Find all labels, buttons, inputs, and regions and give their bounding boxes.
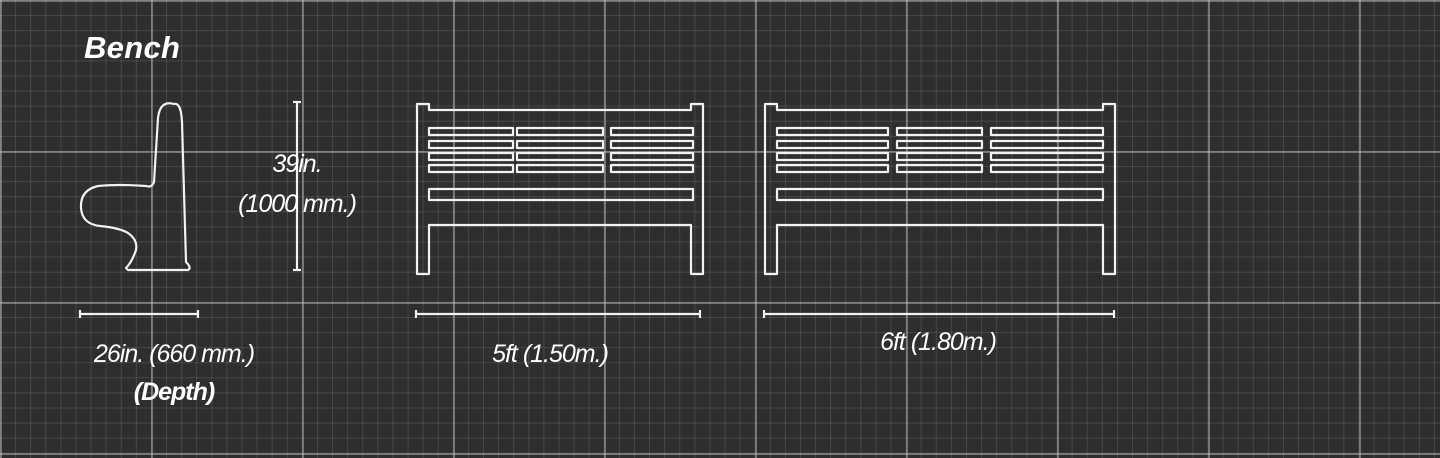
bench-6ft-slat [989, 139, 1105, 150]
bench-5ft-slat [515, 151, 605, 162]
height-metric-label: (1000 mm.) [238, 190, 357, 218]
bench-5ft-slat [609, 151, 695, 162]
bench-6ft-seat-rail [775, 187, 1105, 202]
bench-5ft-slat [609, 126, 695, 137]
bench-5ft-slat [427, 126, 515, 137]
bench-5ft-slat [427, 163, 515, 174]
bench-6ft-frame [763, 102, 1117, 276]
bench-6ft-front-view [763, 102, 1117, 276]
bench-6ft-slat [895, 151, 984, 162]
depth-label: 26in. (660 mm.) [93, 340, 255, 368]
height-label: 39in. [272, 150, 322, 178]
bench-6ft-slat [775, 139, 890, 150]
bench-6ft-slat [895, 126, 984, 137]
bench-5ft-slat [515, 139, 605, 150]
bench-side-profile [79, 102, 191, 272]
bench-5ft-slat [427, 139, 515, 150]
bench-5ft-frame [415, 102, 705, 276]
bench-6ft-slat [895, 163, 984, 174]
bench-6ft-slat [989, 163, 1105, 174]
bench-5ft-front-view [415, 102, 705, 276]
bench-6ft-slat [989, 151, 1105, 162]
depth-note-label: (Depth) [133, 378, 215, 406]
bench-6ft-slat [775, 126, 890, 137]
width-5ft-label: 5ft (1.50m.) [492, 340, 609, 368]
bench-6ft-slat [775, 163, 890, 174]
bench-5ft-slat [515, 163, 605, 174]
bench-6ft-slat [895, 139, 984, 150]
bench-5ft-slat [609, 139, 695, 150]
bench-5ft-slat [515, 126, 605, 137]
bench-6ft-slat [989, 126, 1105, 137]
bench-5ft-slat [427, 151, 515, 162]
width-6ft-label: 6ft (1.80m.) [880, 328, 997, 356]
bench-5ft-seat-rail [427, 187, 695, 202]
bench-6ft-slat [775, 151, 890, 162]
bench-5ft-slat [609, 163, 695, 174]
drawing-title: Bench [84, 30, 181, 65]
